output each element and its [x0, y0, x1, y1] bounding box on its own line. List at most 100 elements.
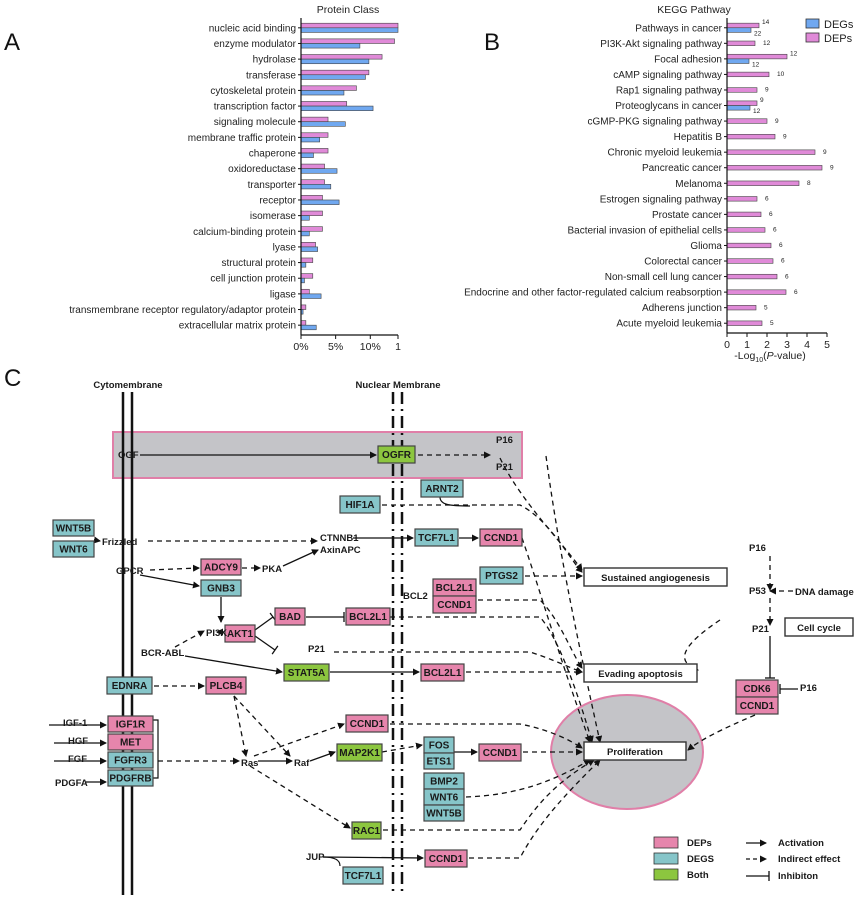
outcome-label: Evading apoptosis — [598, 669, 682, 680]
gene-node-ccnd1-c[interactable]: CCND1 — [345, 714, 389, 733]
category-label: Estrogen signaling pathway — [600, 194, 722, 205]
gene-node-bmp2[interactable]: BMP2 — [423, 772, 465, 790]
legend-label-deps: DEPs — [687, 838, 712, 849]
category-label: isomerase — [250, 211, 297, 222]
gene-node-hif1a[interactable]: HIF1A — [339, 495, 381, 514]
data-label-deps: 9 — [823, 149, 827, 156]
data-label-deps: 10 — [777, 71, 785, 78]
gene-node-label: RAC1 — [353, 826, 381, 837]
bar-degs — [726, 105, 751, 111]
outcome-box — [583, 741, 687, 761]
gene-node-ogfr[interactable]: OGFR — [377, 445, 416, 464]
gene-node-bad[interactable]: BAD — [274, 607, 306, 626]
pathway-label-dna-damage: DNA damage — [795, 587, 854, 598]
bar-degs — [300, 90, 345, 96]
gene-node-box — [107, 715, 154, 733]
pathway-label-gpcr: GPCR — [116, 566, 144, 577]
gene-node-box — [414, 528, 459, 547]
gene-node-wnt5b[interactable]: WNT5B — [52, 519, 95, 537]
gene-node-box — [224, 624, 256, 643]
gene-node-box — [377, 445, 416, 464]
bar-degs — [300, 121, 346, 127]
gene-node-label: BMP2 — [430, 777, 458, 788]
gene-node-bcl2l1-c[interactable]: BCL2L1 — [420, 663, 465, 682]
gene-node-box — [107, 751, 154, 769]
data-label-deps: 6 — [781, 258, 785, 265]
bar-deps — [726, 211, 762, 217]
category-label: signaling molecule — [214, 117, 297, 128]
gene-node-plcb4[interactable]: PLCB4 — [205, 676, 247, 695]
jup-tcf7l1-link — [322, 856, 341, 867]
gene-node-fgfr3[interactable]: FGFR3 — [107, 751, 154, 769]
gene-node-cdk6[interactable]: CDK6 — [735, 679, 779, 698]
outcome-angiogenesis[interactable]: Sustained angiogenesis — [583, 567, 728, 587]
gene-node-pdgfrb[interactable]: PDGFRB — [107, 769, 154, 787]
category-label: Non-small cell lung cancer — [605, 272, 723, 283]
x-tick-label: 0% — [293, 341, 308, 353]
activation-edge — [309, 750, 336, 762]
gene-node-bcl2l1-a[interactable]: BCL2L1 — [432, 578, 477, 597]
pathway-edges — [49, 451, 798, 867]
gene-node-stat5a[interactable]: STAT5A — [283, 663, 330, 682]
gene-node-ccnd1-e[interactable]: CCND1 — [424, 849, 468, 868]
legend-label-activation: Activation — [778, 838, 824, 849]
category-label: Acute myeloid leukemia — [616, 319, 722, 330]
indirect-edge — [174, 630, 205, 648]
gene-node-label: ADCY9 — [204, 563, 238, 574]
gene-node-box — [420, 479, 464, 498]
gene-node-ednra[interactable]: EDNRA — [106, 676, 153, 695]
gene-node-ccnd1-a[interactable]: CCND1 — [479, 528, 523, 547]
pathway-label-bcl2: BCL2 — [403, 591, 428, 602]
gene-node-rac1[interactable]: RAC1 — [351, 821, 382, 840]
category-label: transferase — [246, 70, 296, 81]
gene-node-ets1[interactable]: ETS1 — [423, 752, 455, 770]
gene-node-gnb3[interactable]: GNB3 — [200, 579, 242, 597]
bar-degs — [726, 58, 750, 64]
pathway-label-p21-r: P21 — [752, 624, 770, 635]
data-label-deps: 9 — [783, 133, 787, 140]
indirect-edge — [465, 759, 591, 798]
category-label: structural protein — [222, 258, 296, 269]
outcome-box — [583, 567, 728, 587]
gene-node-akt1[interactable]: AKT1 — [224, 624, 256, 643]
category-label: Melanoma — [675, 179, 722, 190]
gene-node-ptgs2[interactable]: PTGS2 — [479, 566, 524, 585]
category-label: Prostate cancer — [652, 210, 723, 221]
bar-deps — [300, 242, 316, 248]
legend-swatch-deps — [805, 32, 820, 43]
gene-node-map2k1[interactable]: MAP2K1 — [336, 743, 383, 762]
gene-node-ccnd1-d[interactable]: CCND1 — [478, 743, 522, 762]
gene-node-fos[interactable]: FOS — [423, 736, 455, 754]
gene-node-wnt6[interactable]: WNT6 — [52, 540, 95, 558]
gene-node-adcy9[interactable]: ADCY9 — [200, 558, 242, 576]
outcome-proliferation[interactable]: Proliferation — [583, 741, 687, 761]
outcome-apoptosis[interactable]: Evading apoptosis — [583, 663, 698, 683]
gene-node-ccnd1-f[interactable]: CCND1 — [735, 696, 779, 715]
x-tick-label: 1 — [744, 339, 750, 351]
data-label-deps: 6 — [785, 273, 789, 280]
pathway-label-p21-top: P21 — [496, 462, 514, 473]
gene-node-label: ETS1 — [426, 757, 451, 768]
gene-node-label: ARNT2 — [425, 484, 459, 495]
pathway-label-p16-r: P16 — [749, 543, 766, 554]
gene-node-igf1r[interactable]: IGF1R — [107, 715, 154, 733]
gene-node-bcl2l1-b[interactable]: BCL2L1 — [345, 607, 391, 626]
gene-node-label: GNB3 — [207, 584, 235, 595]
gene-node-arnt2[interactable]: ARNT2 — [420, 479, 464, 498]
gene-node-box — [283, 663, 330, 682]
gene-node-wnt6-b[interactable]: WNT6 — [423, 788, 465, 806]
gene-node-tcf7l1[interactable]: TCF7L1 — [414, 528, 459, 547]
outcome-cell-cycle[interactable]: Cell cycle — [784, 617, 854, 637]
gene-node-ccnd1-b[interactable]: CCND1 — [432, 595, 477, 614]
bar-deps — [300, 195, 323, 201]
gene-node-box — [107, 733, 154, 751]
gene-node-met[interactable]: MET — [107, 733, 154, 751]
category-label: membrane traffic protein — [188, 133, 296, 144]
bar-degs — [300, 137, 321, 143]
gene-node-label: WNT5B — [56, 524, 92, 535]
gene-node-tcf7l1-b[interactable]: TCF7L1 — [342, 866, 384, 885]
data-label-deps: 6 — [794, 289, 798, 296]
pathway-label-ctnnb1: CTNNB1 — [320, 533, 359, 544]
bar-deps — [300, 320, 307, 326]
gene-node-wnt5b-b[interactable]: WNT5B — [423, 804, 465, 822]
